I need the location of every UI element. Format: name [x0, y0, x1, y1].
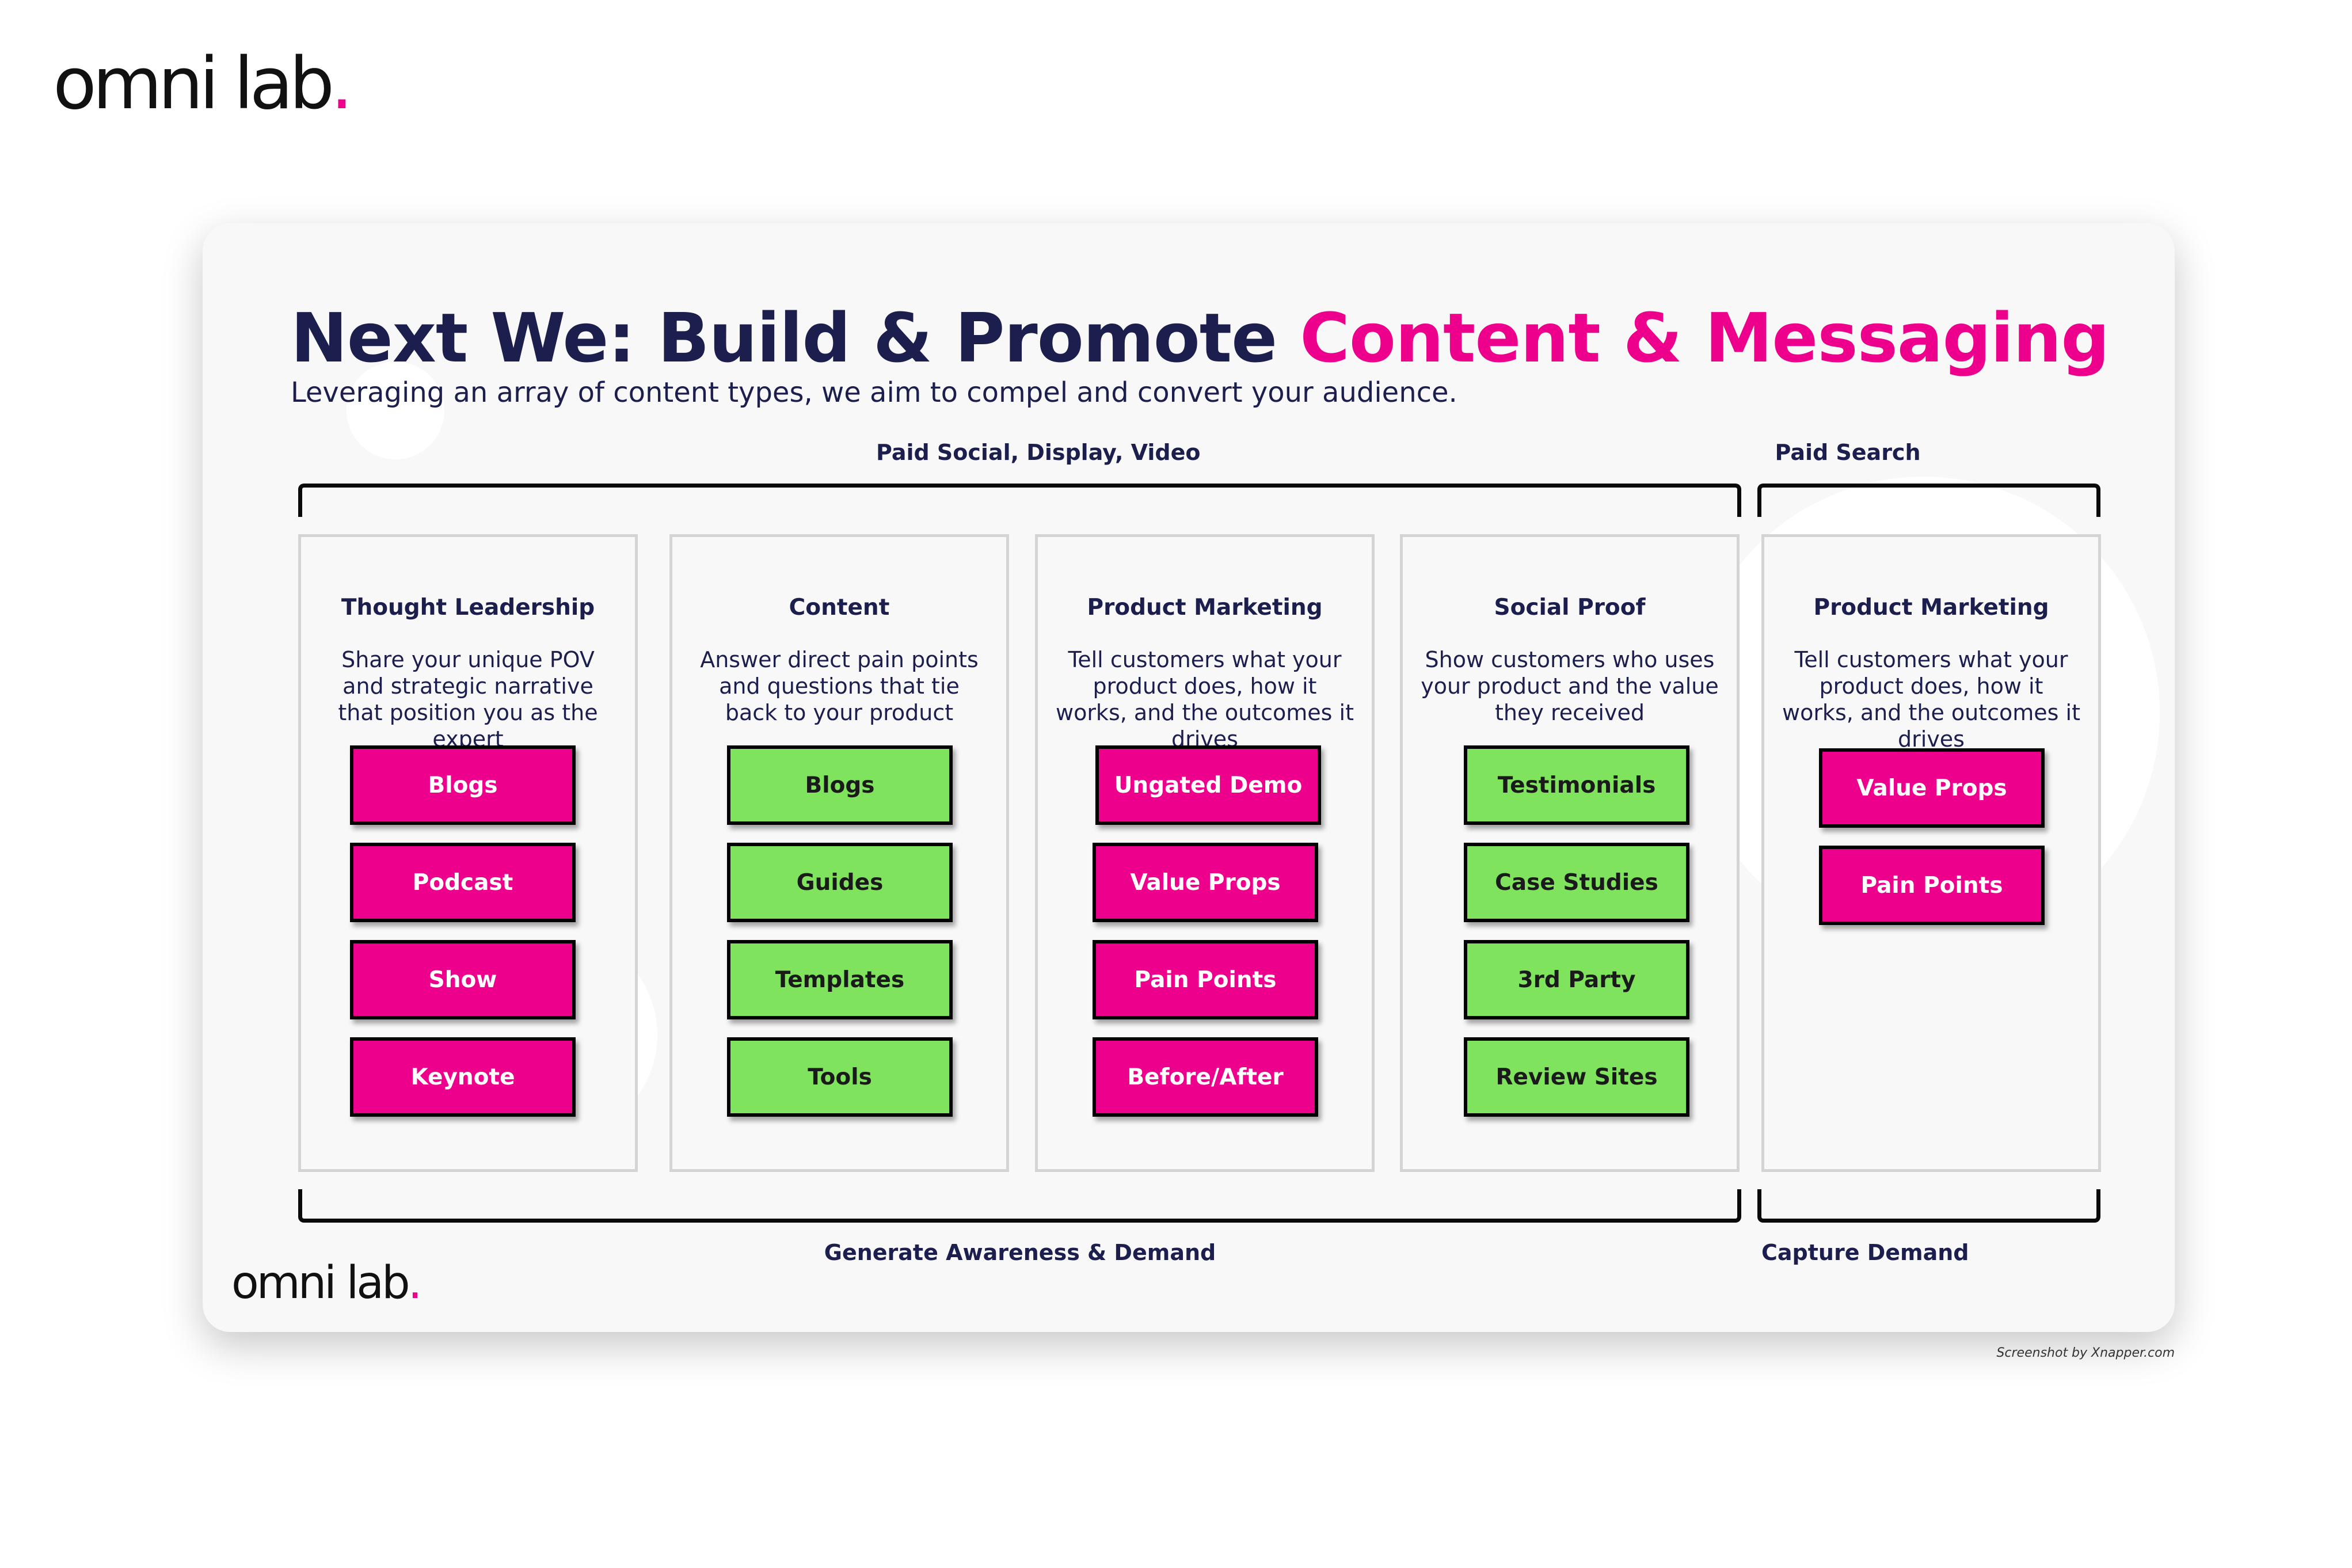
bracket-generate-awareness [298, 1189, 1741, 1223]
group-label-capture-demand: Capture Demand [1761, 1240, 1969, 1265]
column-description: Share your unique POV and strategic narr… [338, 647, 598, 752]
group-label-paid-social: Paid Social, Display, Video [876, 440, 1201, 465]
page-title: Next We: Build & Promote Content & Messa… [291, 298, 2110, 378]
column-description: Tell customers what your product does, h… [1782, 647, 2081, 752]
bracket-paid-search [1757, 484, 2100, 517]
tag-podcast: Podcast [350, 843, 576, 922]
column-title: Product Marketing [1087, 595, 1323, 621]
column-title: Product Marketing [1813, 595, 2049, 621]
column-title: Content [789, 595, 890, 621]
column-content: Content Answer direct pain points and qu… [669, 534, 1009, 1172]
tag-pain-points: Pain Points [1819, 846, 2045, 925]
bracket-capture-demand [1757, 1189, 2100, 1223]
bracket-paid-social [298, 484, 1741, 517]
column-product-marketing: Product Marketing Tell customers what yo… [1035, 534, 1375, 1172]
tag-blogs: Blogs [350, 745, 576, 825]
tag-3rd-party: 3rd Party [1464, 940, 1689, 1019]
group-label-generate-awareness: Generate Awareness & Demand [824, 1240, 1216, 1265]
tag-value-props: Value Props [1819, 748, 2045, 828]
omni-lab-logo: omni lab. [53, 43, 353, 125]
decorative-circle [347, 361, 444, 459]
omni-lab-logo-small: omni lab. [231, 1257, 422, 1309]
column-description: Answer direct pain points and questions … [700, 647, 979, 725]
column-description: Tell customers what your product does, h… [1055, 647, 1354, 752]
tag-show: Show [350, 940, 576, 1019]
tag-value-props: Value Props [1093, 843, 1318, 922]
screenshot-credit: Screenshot by Xnapper.com [1996, 1346, 2175, 1360]
tag-tools: Tools [727, 1037, 953, 1117]
tag-case-studies: Case Studies [1464, 843, 1689, 922]
column-title: Social Proof [1494, 595, 1646, 621]
tag-blogs: Blogs [727, 745, 953, 825]
tag-testimonials: Testimonials [1464, 745, 1689, 825]
page-subtitle: Leveraging an array of content types, we… [291, 376, 1457, 409]
tag-ungated-demo: Ungated Demo [1095, 745, 1321, 825]
tag-pain-points: Pain Points [1093, 940, 1318, 1019]
tag-review-sites: Review Sites [1464, 1037, 1689, 1117]
column-title: Thought Leadership [341, 595, 595, 621]
tag-guides: Guides [727, 843, 953, 922]
column-product-marketing-search: Product Marketing Tell customers what yo… [1761, 534, 2101, 1172]
group-label-paid-search: Paid Search [1775, 440, 1921, 465]
tag-keynote: Keynote [350, 1037, 576, 1117]
column-social-proof: Social Proof Show customers who uses you… [1400, 534, 1740, 1172]
tag-templates: Templates [727, 940, 953, 1019]
column-description: Show customers who uses your product and… [1421, 647, 1719, 725]
tag-before-after: Before/After [1093, 1037, 1318, 1117]
column-thought-leadership: Thought Leadership Share your unique POV… [298, 534, 638, 1172]
